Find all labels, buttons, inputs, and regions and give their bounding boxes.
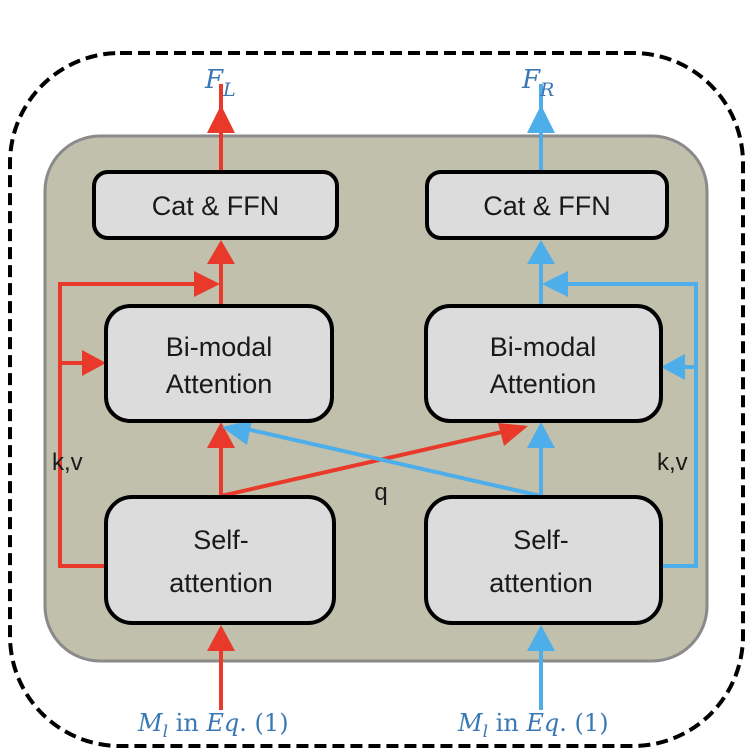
left-kv-top-arrowhead [194, 271, 220, 297]
left-self-to-bimodal-arrowhead [207, 422, 235, 448]
left-q-cross-arrow [220, 425, 525, 498]
bimodal-label-right-line1: Bi-modal [490, 332, 597, 362]
cat-ffn-label-right: Cat & FFN [483, 191, 611, 221]
right-kv-bimodal-arrowhead [661, 354, 685, 380]
kv-label-right: k,v [657, 449, 688, 476]
left-q-cross-arrowhead [498, 423, 528, 446]
self-attention-label-right-line2: attention [489, 568, 593, 598]
output-label-right: FR [521, 65, 554, 101]
right-kv-bypass-line [556, 282, 698, 568]
kv-label-left: k,v [52, 449, 83, 476]
bimodal-label-left-line2: Attention [166, 369, 273, 399]
right-input-arrowhead [527, 625, 555, 651]
right-q-cross-arrowhead [222, 420, 252, 445]
bimodal-label-right-line2: Attention [490, 369, 597, 399]
bimodal-attention-block-left: Bi-modal Attention [104, 304, 334, 423]
self-attention-label-right-line1: Self- [513, 525, 569, 555]
self-attention-block-right: Self- attention [424, 495, 663, 625]
right-arrowheads [222, 105, 685, 651]
bimodal-label-left-line1: Bi-modal [166, 332, 273, 362]
left-kv-bypass-line [58, 282, 206, 568]
left-kv-bimodal-arrowhead [82, 350, 106, 376]
self-attention-block-left: Self- attention [104, 495, 336, 625]
left-input-arrowhead [207, 625, 235, 651]
bimodal-attention-block-right: Bi-modal Attention [424, 304, 663, 423]
input-label-right: Ml in Eq. (1) [457, 709, 609, 742]
output-label-left: FL [204, 65, 236, 101]
left-arrowheads [82, 105, 528, 651]
cat-ffn-label-left: Cat & FFN [152, 191, 280, 221]
right-self-to-bimodal-arrowhead [527, 422, 555, 448]
left-cat-arrowhead [207, 240, 235, 264]
input-label-left: Ml in Eq. (1) [137, 709, 289, 742]
cat-ffn-block-left: Cat & FFN [92, 170, 339, 240]
right-q-cross-arrow [237, 425, 542, 498]
outer-dashed-boundary [8, 51, 745, 748]
self-attention-label-left-line2: attention [169, 568, 273, 598]
self-attention-label-left-line1: Self- [193, 525, 249, 555]
cat-ffn-block-right: Cat & FFN [425, 170, 669, 240]
right-kv-top-arrowhead [542, 271, 568, 297]
q-label: q [374, 479, 387, 506]
left-output-arrowhead [207, 105, 235, 133]
right-cat-arrowhead [527, 240, 555, 264]
right-output-arrowhead [527, 105, 555, 133]
